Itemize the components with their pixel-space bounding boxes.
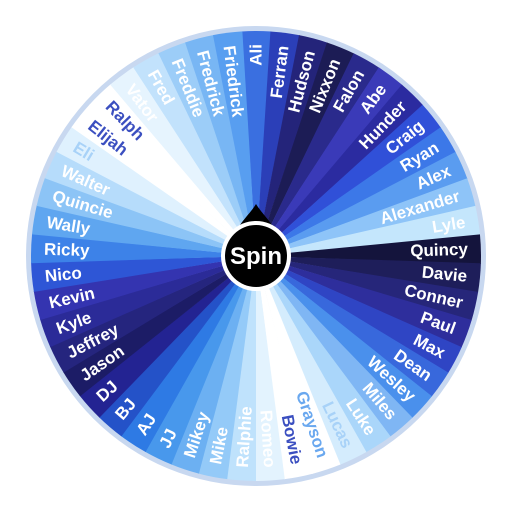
spin-button-circle bbox=[225, 225, 287, 287]
wheel-slice bbox=[158, 42, 256, 256]
wheel-slice bbox=[212, 31, 256, 256]
wheel-slice bbox=[98, 256, 256, 437]
wheel-slice bbox=[79, 256, 256, 418]
wheel-slice bbox=[63, 256, 256, 397]
wheel-slice bbox=[256, 104, 441, 256]
wheel-slice bbox=[33, 256, 257, 321]
wheel-slice bbox=[256, 256, 391, 453]
wheel-slice bbox=[256, 256, 314, 480]
wheel-slice bbox=[144, 256, 256, 465]
wheel-slice bbox=[256, 151, 468, 256]
wheel-slice bbox=[185, 35, 256, 256]
wheel-slice bbox=[256, 256, 479, 321]
wheel-slice bbox=[110, 67, 257, 256]
wheel-slice bbox=[255, 256, 285, 482]
wheel-slice bbox=[256, 35, 328, 257]
wheel-slice bbox=[198, 256, 256, 480]
wheel-slices bbox=[31, 30, 482, 482]
wheel-slice bbox=[256, 67, 403, 257]
wheel-slice bbox=[256, 256, 413, 437]
wheel-slice-label: Romeo bbox=[256, 409, 279, 468]
wheel-slice bbox=[40, 256, 256, 348]
wheel-slice bbox=[256, 256, 367, 465]
wheel-slice bbox=[256, 205, 481, 256]
wheel-slice bbox=[256, 53, 380, 256]
wheel-slice bbox=[36, 177, 256, 256]
wheel-slice bbox=[256, 84, 424, 256]
wheel-slice bbox=[256, 234, 482, 264]
spin-button[interactable]: Spin bbox=[221, 204, 291, 291]
wheel-slice bbox=[256, 256, 472, 348]
wheel-slice bbox=[256, 256, 449, 397]
wheel-slice-label: Quincy bbox=[410, 240, 469, 261]
wheel-slice bbox=[56, 126, 256, 256]
wheel-slice bbox=[256, 256, 341, 474]
wheel-slice-label: Ricky bbox=[44, 240, 90, 260]
wheel-slice-label: Davie bbox=[421, 263, 468, 286]
wheel-slice bbox=[256, 127, 456, 257]
wheel-slice bbox=[71, 104, 257, 257]
wheel-slice bbox=[256, 178, 476, 256]
wheel-slice bbox=[44, 151, 257, 256]
wheel-slice bbox=[241, 30, 272, 256]
wheel-slice bbox=[170, 256, 256, 474]
wheel-slice bbox=[256, 42, 355, 257]
wheel-slice-label: Nico bbox=[44, 263, 82, 285]
wheel-slice bbox=[31, 233, 256, 264]
wheel-slice bbox=[256, 256, 462, 374]
wheel-slice bbox=[256, 256, 432, 419]
wheel-slice bbox=[31, 256, 257, 292]
wheel-slice bbox=[49, 256, 256, 373]
wheel-slice bbox=[133, 52, 256, 256]
spin-button-label: Spin bbox=[230, 243, 282, 270]
wheel-slice-label: Ralphie bbox=[233, 406, 256, 468]
wheel-slice bbox=[32, 205, 256, 256]
wheel-slice bbox=[89, 84, 256, 256]
wheel-slice bbox=[120, 256, 256, 453]
wheel-slice-label: Ali bbox=[247, 44, 266, 66]
